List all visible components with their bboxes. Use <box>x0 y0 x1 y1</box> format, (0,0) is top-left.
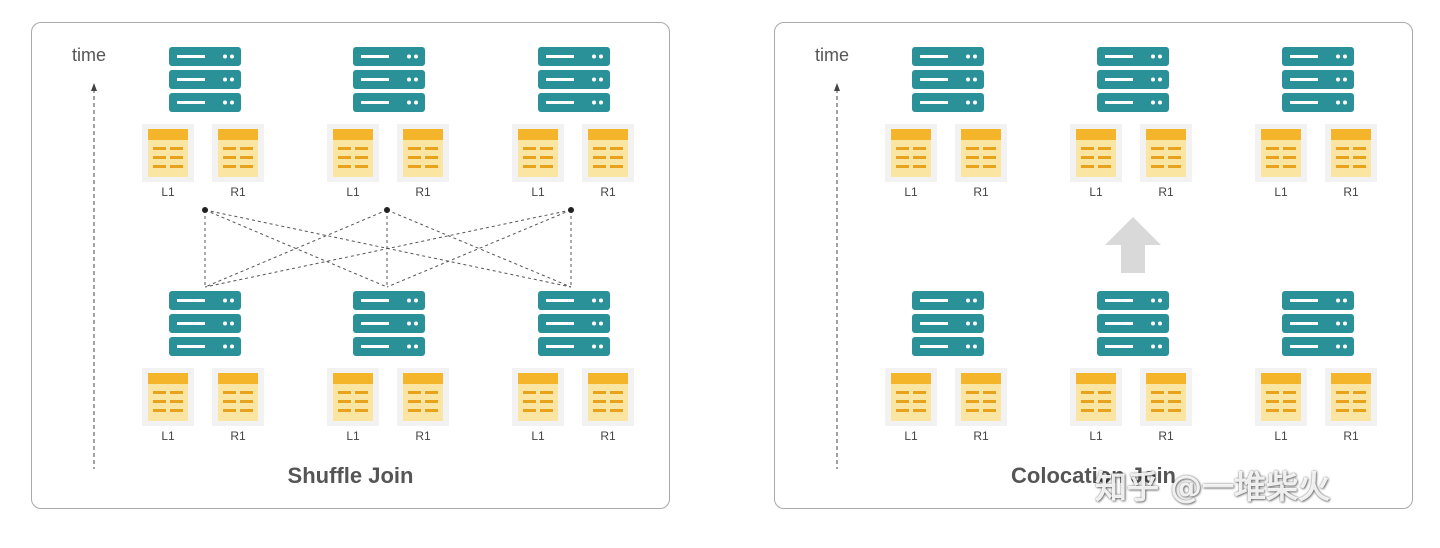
table-icon <box>1070 124 1122 182</box>
table-label-l1: L1 <box>346 185 360 199</box>
table-icon <box>1140 124 1192 182</box>
table-label-r1: R1 <box>600 429 616 443</box>
watermark-text: 知乎 @一堆柴火 <box>1095 468 1331 506</box>
table-icon <box>955 124 1007 182</box>
server-icon <box>1282 291 1354 356</box>
table-label-r1: R1 <box>230 185 246 199</box>
table-icon <box>1255 124 1307 182</box>
server-icon <box>1282 47 1354 112</box>
server-icon <box>538 47 610 112</box>
time-arrow-icon <box>91 83 97 469</box>
table-label-r1: R1 <box>230 429 246 443</box>
table-icon <box>512 124 564 182</box>
table-icon <box>212 124 264 182</box>
time-axis-label: time <box>815 45 850 65</box>
table-label-l1: L1 <box>531 185 545 199</box>
shuffle-connection-lines <box>202 207 574 288</box>
table-icon <box>885 368 937 426</box>
table-label-l1: L1 <box>161 185 175 199</box>
table-icon <box>212 368 264 426</box>
table-label-l1: L1 <box>346 429 360 443</box>
table-label-r1: R1 <box>973 185 989 199</box>
table-icon <box>142 368 194 426</box>
table-icon <box>1255 368 1307 426</box>
server-icon <box>353 47 425 112</box>
table-label-r1: R1 <box>415 429 431 443</box>
server-icon <box>912 47 984 112</box>
server-icon <box>169 47 241 112</box>
server-icon <box>353 291 425 356</box>
table-icon <box>955 368 1007 426</box>
table-label-l1: L1 <box>161 429 175 443</box>
table-icon <box>512 368 564 426</box>
table-label-r1: R1 <box>1158 429 1174 443</box>
up-arrow-icon <box>1105 217 1161 273</box>
table-icon <box>397 124 449 182</box>
table-icon <box>142 124 194 182</box>
table-icon <box>1140 368 1192 426</box>
table-label-l1: L1 <box>531 429 545 443</box>
server-icon <box>538 291 610 356</box>
time-axis-label: time <box>72 45 107 65</box>
server-icon <box>1097 291 1169 356</box>
table-label-l1: L1 <box>1274 185 1288 199</box>
table-label-r1: R1 <box>600 185 616 199</box>
time-arrow-icon <box>834 83 840 469</box>
table-label-r1: R1 <box>1158 185 1174 199</box>
panel-title: Colocation Join <box>1011 463 1176 488</box>
server-icon <box>169 291 241 356</box>
table-label-l1: L1 <box>904 429 918 443</box>
shuffle-join-panel: time L1 R1 L1 <box>31 22 670 509</box>
table-icon <box>1325 124 1377 182</box>
table-label-l1: L1 <box>1274 429 1288 443</box>
table-icon <box>397 368 449 426</box>
table-icon <box>327 368 379 426</box>
server-icon <box>912 291 984 356</box>
table-label-r1: R1 <box>973 429 989 443</box>
table-label-r1: R1 <box>415 185 431 199</box>
panel-title: Shuffle Join <box>287 463 414 488</box>
table-label-l1: L1 <box>1089 429 1103 443</box>
table-icon <box>582 368 634 426</box>
server-icon <box>1097 47 1169 112</box>
table-label-l1: L1 <box>904 185 918 199</box>
table-label-r1: R1 <box>1343 185 1359 199</box>
table-icon <box>885 124 937 182</box>
table-label-l1: L1 <box>1089 185 1103 199</box>
colocation-join-panel: time L1 R1 <box>774 22 1413 509</box>
table-label-r1: R1 <box>1343 429 1359 443</box>
table-icon <box>1070 368 1122 426</box>
table-icon <box>327 124 379 182</box>
table-icon <box>1325 368 1377 426</box>
table-icon <box>582 124 634 182</box>
